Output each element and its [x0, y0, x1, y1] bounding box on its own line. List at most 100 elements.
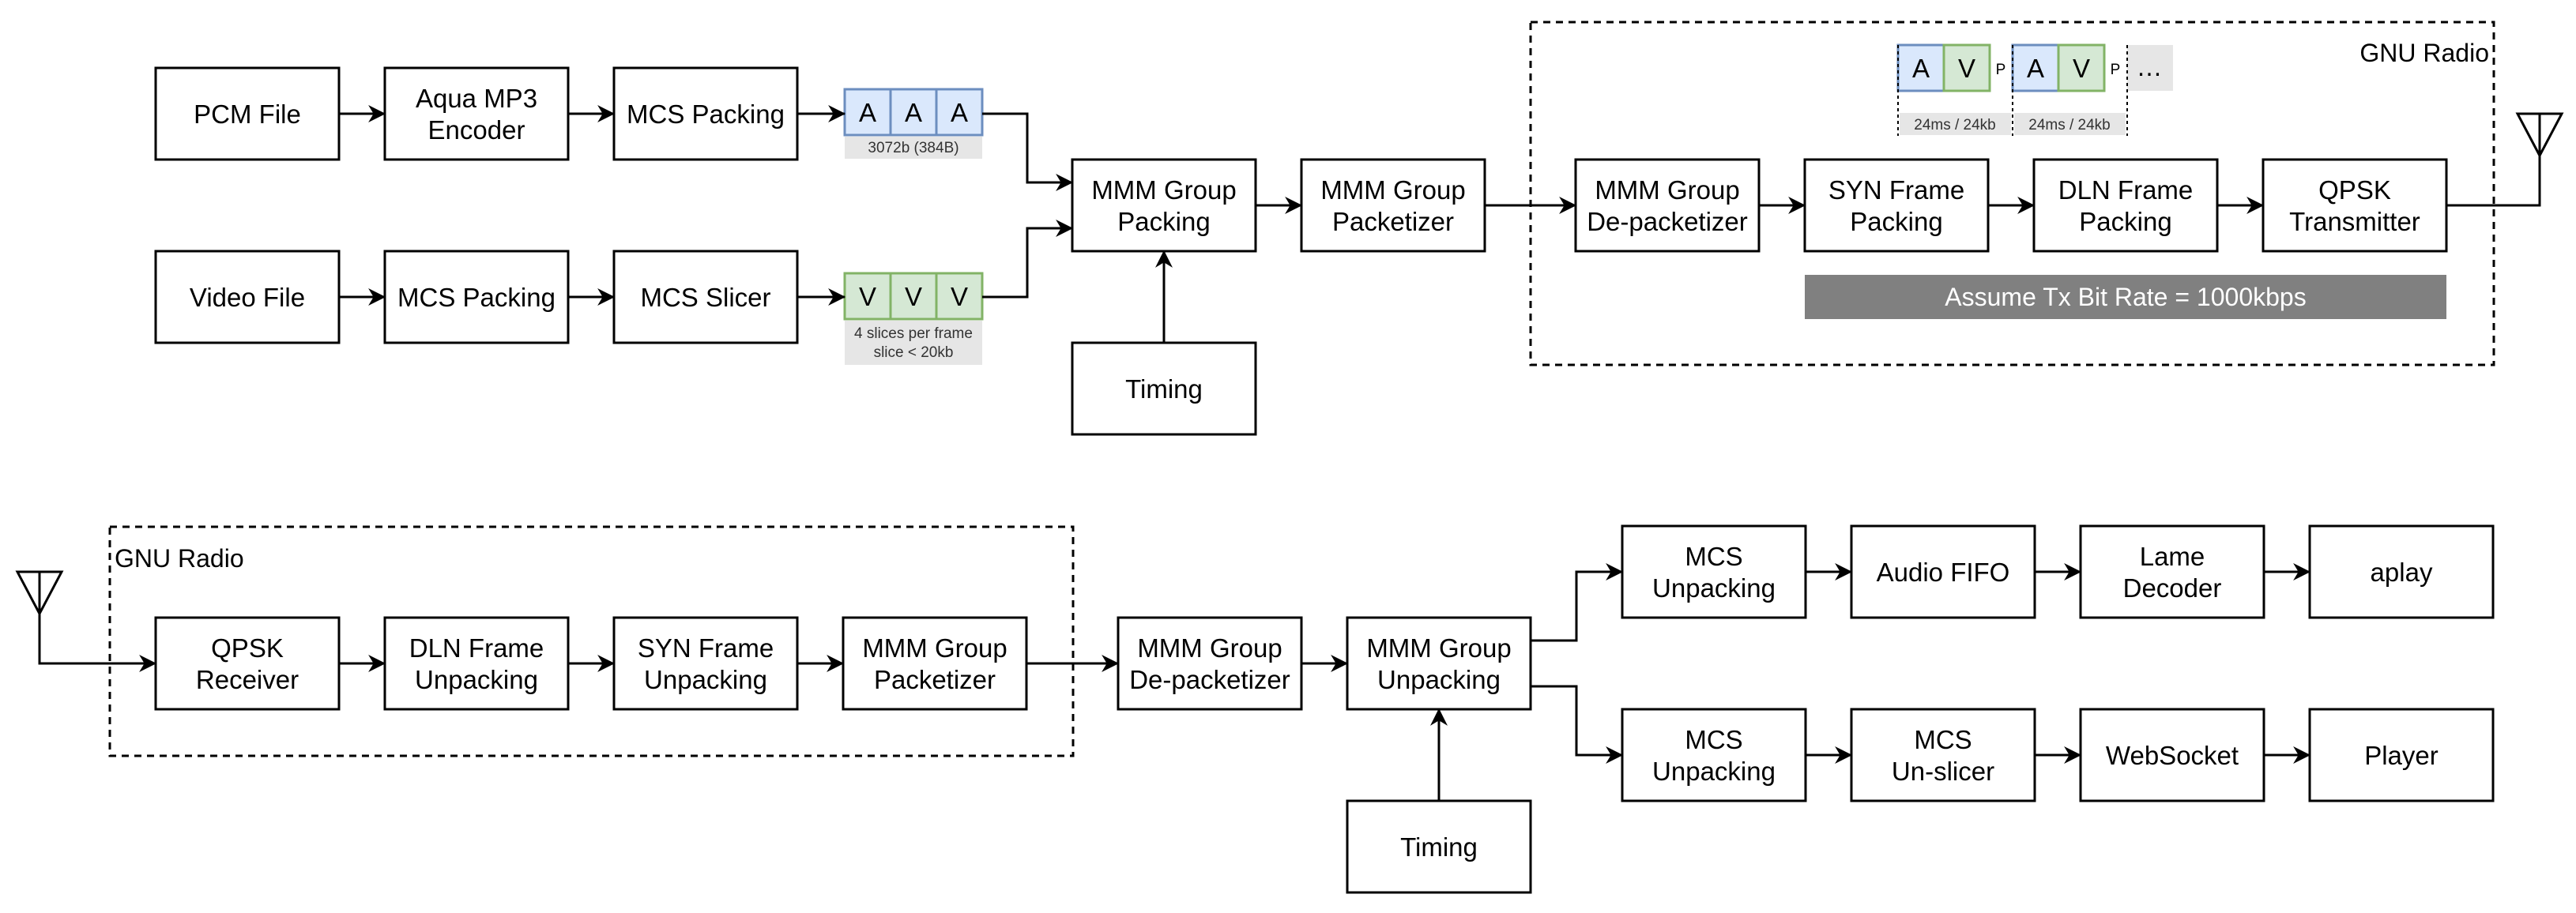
svg-text:Timing: Timing [1125, 374, 1203, 404]
svg-text:De-packetizer: De-packetizer [1129, 665, 1290, 694]
audio-frame-caption: 3072b (384B) [868, 140, 958, 156]
mcs-unslicer-label-line-2: Un-slicer [1892, 757, 1994, 786]
mcs-unpacking-audio-box: MCS Unpacking [1621, 524, 1807, 619]
svg-text:SYN Frame: SYN Frame [638, 633, 774, 663]
syn-frame-unpacking-label-line-1: SYN Frame [638, 633, 774, 663]
websocket-label: WebSocket [2106, 741, 2239, 770]
mcs-packing-video-label: MCS Packing [397, 283, 555, 312]
lame-decoder-box: Lame Decoder [2079, 524, 2265, 619]
rx-depacketizer-label-line-2: De-packetizer [1129, 665, 1290, 694]
seq-duration-1: 24ms / 24kb [1914, 117, 1996, 133]
websocket-box: WebSocket [2079, 708, 2265, 802]
svg-text:MMM Group: MMM Group [862, 633, 1007, 663]
svg-text:MMM Group: MMM Group [1137, 633, 1282, 663]
svg-text:MCS: MCS [1685, 542, 1742, 571]
seq-padding-1: P [1996, 62, 2006, 78]
pcm-file-label: PCM File [194, 100, 301, 129]
rx-packetizer-label-line-1: MMM Group [862, 633, 1007, 663]
aplay-box: aplay [2308, 524, 2495, 619]
rx-depacketizer-label-line-1: MMM Group [1137, 633, 1282, 663]
tx-gnu-radio-group: GNU Radio [1529, 21, 2495, 366]
svg-text:Unpacking: Unpacking [644, 665, 767, 694]
mcs-unslicer-box: MCS Un-slicer [1850, 708, 2036, 802]
timing-top-label: Timing [1125, 374, 1203, 404]
svg-text:MMM Group: MMM Group [1366, 633, 1511, 663]
video-cell-1: V [859, 282, 876, 311]
video-file-label: Video File [190, 283, 305, 312]
svg-text:Unpacking: Unpacking [1652, 757, 1776, 786]
svg-text:MMM Group: MMM Group [1091, 175, 1236, 205]
qpsk-transmitter-label-line-2: Transmitter [2289, 207, 2420, 236]
svg-text:Unpacking: Unpacking [415, 665, 538, 694]
seq-cell-a-2: A [2027, 54, 2044, 83]
svg-text:Unpacking: Unpacking [1652, 573, 1776, 603]
seq-padding-2: P [2111, 62, 2121, 78]
mmm-group-packing-box: MMM Group Packing [1071, 158, 1257, 253]
qpsk-receiver-label-line-1: QPSK [211, 633, 284, 663]
aqua-mp3-encoder-box: Aqua MP3 Encoder [383, 66, 570, 161]
video-file-box: Video File [154, 250, 341, 344]
dln-frame-unpacking-box: DLN Frame Unpacking [383, 616, 570, 711]
timing-box-top: Timing [1071, 341, 1257, 436]
svg-text:MMM Group: MMM Group [1595, 175, 1739, 205]
tx-bit-rate-text: Assume Tx Bit Rate = 1000kbps [1945, 283, 2306, 311]
qpsk-transmitter-box: QPSK Transmitter [2262, 158, 2448, 253]
audio-cell-3: A [951, 98, 968, 127]
syn-frame-packing-box: SYN Frame Packing [1803, 158, 1990, 253]
mmm-group-packing-label-line-2: Packing [1117, 207, 1210, 236]
syn-frame-unpacking-label-line-2: Unpacking [644, 665, 767, 694]
seq-cell-a-1: A [1912, 54, 1930, 83]
lame-decoder-label-line-2: Decoder [2123, 573, 2222, 603]
rx-packetizer-label-line-2: Packetizer [874, 665, 996, 694]
svg-text:Decoder: Decoder [2123, 573, 2222, 603]
audio-cell-1: A [859, 98, 876, 127]
aqua-encoder-label-line-1: Aqua MP3 [416, 84, 537, 113]
svg-text:QPSK: QPSK [211, 633, 284, 663]
video-cell-2: V [905, 282, 922, 311]
svg-text:PCM File: PCM File [194, 100, 301, 129]
timing-box-bottom: Timing [1346, 799, 1532, 894]
mcs-unpacking-audio-label-line-2: Unpacking [1652, 573, 1776, 603]
video-frame-caption-line-2: slice < 20kb [874, 344, 954, 361]
svg-text:Packetizer: Packetizer [1332, 207, 1454, 236]
svg-text:Un-slicer: Un-slicer [1892, 757, 1994, 786]
tx-bit-rate-banner: Assume Tx Bit Rate = 1000kbps [1805, 275, 2446, 319]
arrow-unpacking-to-audio-branch [1531, 563, 1624, 642]
tx-frame-sequence: A V P A V P … 24ms / 24kb 24ms / 24kb [1896, 43, 2173, 136]
arrow-antenna-to-qpsk-rx [38, 572, 157, 672]
mcs-packing-audio-box: MCS Packing [612, 66, 799, 161]
mcs-unpacking-video-box: MCS Unpacking [1621, 708, 1807, 802]
arrow-video-to-group-packing [982, 220, 1074, 299]
svg-text:Packing: Packing [1850, 207, 1942, 236]
qpsk-receiver-label-line-2: Receiver [196, 665, 299, 694]
antenna-icon [15, 570, 64, 617]
svg-text:SYN Frame: SYN Frame [1828, 175, 1964, 205]
qpsk-receiver-box: QPSK Receiver [154, 616, 341, 711]
svg-text:MCS Packing: MCS Packing [627, 100, 785, 129]
mcs-unpacking-video-label-line-1: MCS [1685, 725, 1742, 754]
svg-text:Timing: Timing [1400, 832, 1478, 862]
pcm-file-box: PCM File [154, 66, 341, 161]
dln-frame-unpacking-label-line-1: DLN Frame [409, 633, 544, 663]
svg-text:MCS Slicer: MCS Slicer [640, 283, 770, 312]
arrow-audio-to-group-packing [982, 112, 1074, 191]
dln-frame-packing-label-line-2: Packing [2079, 207, 2171, 236]
rx-gnu-radio-group: GNU Radio [108, 525, 1075, 757]
seq-cell-v-1: V [1958, 54, 1975, 83]
svg-text:Transmitter: Transmitter [2289, 207, 2420, 236]
connectors [38, 105, 2541, 801]
svg-text:DLN Frame: DLN Frame [409, 633, 544, 663]
svg-text:Packing: Packing [1117, 207, 1210, 236]
dln-frame-packing-label-line-1: DLN Frame [2058, 175, 2194, 205]
mmm-group-packetizer-box: MMM Group Packetizer [1300, 158, 1486, 253]
lame-decoder-label-line-1: Lame [2140, 542, 2205, 571]
rx-group-label: GNU Radio [115, 544, 244, 573]
audio-fifo-box: Audio FIFO [1850, 524, 2036, 619]
mcs-unslicer-label-line-1: MCS [1914, 725, 1972, 754]
svg-text:Encoder: Encoder [428, 115, 525, 145]
audio-cell-2: A [905, 98, 922, 127]
svg-text:MMM Group: MMM Group [1320, 175, 1465, 205]
mcs-packing-video-box: MCS Packing [383, 250, 570, 344]
syn-frame-packing-label-line-1: SYN Frame [1828, 175, 1964, 205]
